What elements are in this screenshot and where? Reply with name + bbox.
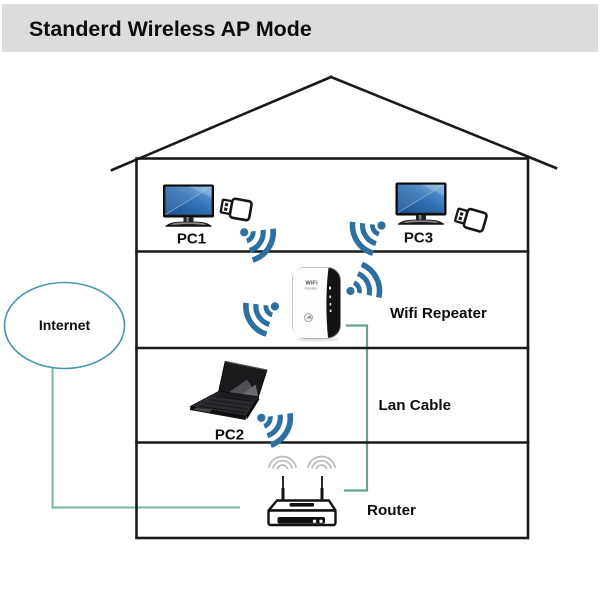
svg-text:PC2: PC2 [215,427,244,444]
svg-text:repeater: repeater [304,287,318,291]
svg-text:Wifi Repeater: Wifi Repeater [390,305,487,322]
svg-text:Router: Router [367,502,416,519]
svg-text:Internet: Internet [39,317,91,333]
svg-text:Standerd Wireless AP Mode: Standerd Wireless AP Mode [29,17,312,41]
svg-text:Lan Cable: Lan Cable [379,397,452,414]
svg-text:WiFi: WiFi [305,281,318,287]
svg-text:PC3: PC3 [404,230,433,247]
svg-text:PC1: PC1 [177,231,206,248]
